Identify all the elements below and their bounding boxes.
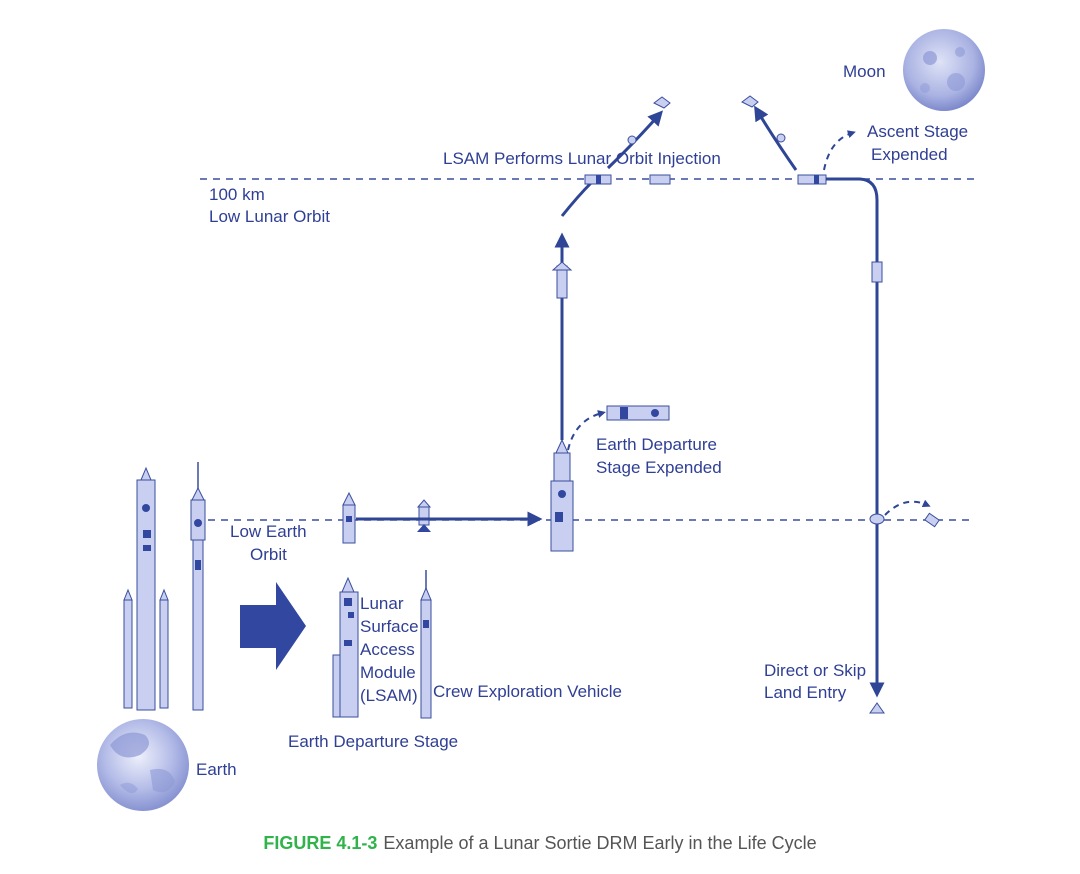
- service-module-jettison-arrow: [884, 499, 931, 516]
- eds-expended-icon: [606, 405, 670, 421]
- earth-icon: [97, 719, 189, 811]
- llo-label-line2: Low Lunar Orbit: [209, 207, 330, 226]
- transition-arrow-icon: [240, 582, 306, 670]
- lsam-eds-vehicle-icon: [332, 576, 359, 718]
- moon-icon: [903, 29, 985, 111]
- leo-label-line2: Orbit: [250, 545, 287, 564]
- ares-v-rocket-icon: [123, 466, 169, 711]
- entry-label-line2: Land Entry: [764, 683, 847, 702]
- eds-label: Earth Departure Stage: [288, 732, 458, 751]
- llo-stack-icon-1: [584, 174, 612, 185]
- trans-earth-path: [826, 177, 885, 698]
- ares-i-rocket-icon: [190, 462, 206, 711]
- leo-label-line1: Low Earth: [230, 522, 307, 541]
- lsam-label-line4: Module: [360, 663, 416, 682]
- entry-label-line1: Direct or Skip: [764, 661, 866, 680]
- return-cev-icon: [871, 261, 883, 283]
- leo-cev-icon: [416, 499, 432, 532]
- earth-label: Earth: [196, 760, 237, 779]
- lsam-label-line5: (LSAM): [360, 686, 418, 705]
- cev-vehicle-icon: [420, 570, 432, 719]
- service-module-icon: [869, 512, 940, 528]
- lsam-label-line1: Lunar: [360, 594, 404, 613]
- docked-stack-icon: [550, 438, 574, 552]
- figure-number: FIGURE 4.1-3: [263, 833, 378, 853]
- lsam-loi-label: LSAM Performs Lunar Orbit Injection: [443, 149, 721, 168]
- translunar-stack-icon: [551, 261, 573, 299]
- eds-jettison-arrow: [567, 410, 606, 451]
- ascent-stage-label-line2: Expended: [871, 145, 948, 164]
- ascent-stage-label-line1: Ascent Stage: [867, 122, 968, 141]
- figure-caption-text: Example of a Lunar Sortie DRM Early in t…: [383, 833, 817, 853]
- cev-label: Crew Exploration Vehicle: [433, 682, 622, 701]
- ascent-lander-icon: [741, 95, 786, 143]
- eds-expended-label-line1: Earth Departure: [596, 435, 717, 454]
- llo-label-line1: 100 km: [209, 185, 265, 204]
- ascent-stage-jettison-arrow: [823, 130, 856, 171]
- llo-stack-icon-2: [649, 174, 671, 185]
- eds-expended-label-line2: Stage Expended: [596, 458, 722, 477]
- llo-stack-icon-3: [797, 174, 827, 185]
- leo-lsam-icon: [342, 491, 356, 544]
- landing-capsule-icon: [869, 702, 885, 714]
- lsam-label-line3: Access: [360, 640, 415, 659]
- moon-label: Moon: [843, 62, 886, 81]
- lsam-label-line2: Surface: [360, 617, 419, 636]
- loi-arrow: [560, 180, 594, 217]
- ascent-arrow: [754, 105, 798, 171]
- descent-lander-icon: [627, 96, 671, 145]
